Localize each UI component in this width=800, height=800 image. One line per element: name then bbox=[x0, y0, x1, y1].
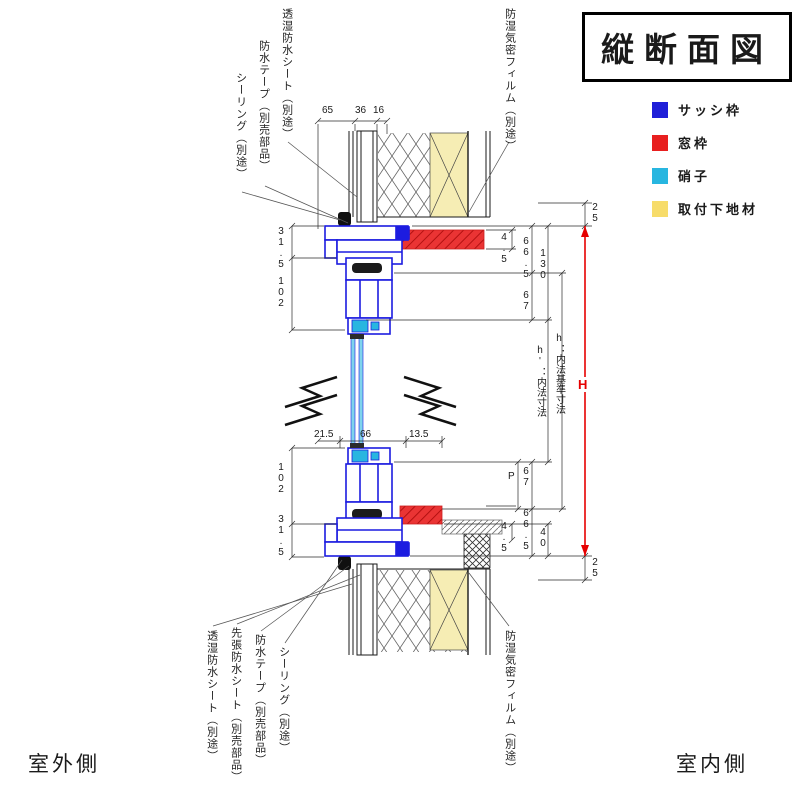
dim-36: 36 bbox=[355, 105, 367, 116]
callout-waterproof-tape-top: 防水テープ（別売部品） bbox=[257, 40, 270, 172]
glass-spacer-bottom bbox=[350, 443, 364, 448]
window-trim-head bbox=[399, 229, 485, 250]
glazing-bead-sill bbox=[351, 449, 369, 463]
gasket-sill bbox=[352, 509, 382, 519]
legend-item-glass: 硝子 bbox=[652, 166, 758, 185]
dim-sill-102: 102 bbox=[275, 462, 287, 495]
legend: サッシ枠 窓枠 硝子 取付下地材 bbox=[652, 100, 758, 218]
callout-airtight-film-bottom: 防湿気密フィルム（別途） bbox=[503, 630, 516, 774]
legend-label: 窓枠 bbox=[678, 136, 711, 151]
wall-section-top bbox=[348, 130, 491, 223]
callout-sealing-bottom: シーリング（別途） bbox=[277, 646, 290, 754]
dim-sill-4-5: 4.5 bbox=[498, 521, 510, 554]
sash-sill-clip bbox=[395, 542, 410, 556]
glass-spacer-top bbox=[350, 334, 364, 339]
dim-sill-40: 40 bbox=[537, 527, 549, 549]
sheathing-bottom bbox=[356, 563, 378, 656]
callout-pre-applied-sheet: 先張防水シート（別売部品） bbox=[229, 627, 242, 783]
dim-top-25: 25 bbox=[589, 202, 601, 224]
dim-head-130: 130 bbox=[537, 248, 549, 281]
interior-sill-board bbox=[441, 519, 503, 535]
dim-13-5: 13.5 bbox=[409, 429, 429, 440]
sash-head-clip bbox=[395, 226, 410, 240]
dim-bottom-25: 25 bbox=[589, 557, 601, 579]
side-label-outdoor: 室外側 bbox=[28, 753, 100, 776]
sealant-top bbox=[338, 212, 351, 226]
dim-66: 66 bbox=[360, 429, 372, 440]
glass-panes bbox=[350, 333, 364, 449]
callout-breathable-sheet-top: 透湿防水シート（別途） bbox=[280, 8, 293, 140]
dim-h-prime-label: h'：内法寸法 bbox=[534, 345, 546, 417]
window-frame-swatch bbox=[652, 134, 668, 151]
wall-section-bottom bbox=[348, 563, 491, 656]
gasket-head bbox=[352, 263, 382, 273]
break-marks bbox=[284, 375, 457, 427]
dim-65: 65 bbox=[322, 105, 334, 116]
dim-H-label: H bbox=[577, 377, 589, 392]
dim-sill-67: 67 bbox=[520, 466, 532, 488]
dim-head-102: 102 bbox=[275, 276, 287, 309]
dim-head-66-5: 66.5 bbox=[520, 236, 532, 280]
legend-item-sash: サッシ枠 bbox=[652, 100, 758, 119]
dimension-lines bbox=[288, 117, 592, 584]
glazing-bead-head bbox=[351, 319, 369, 333]
sash-frame bbox=[324, 225, 410, 557]
dim-head-4-5: 4.5 bbox=[498, 232, 510, 265]
callout-breathable-sheet-bottom: 透湿防水シート（別途） bbox=[205, 630, 218, 762]
legend-label: サッシ枠 bbox=[678, 103, 743, 118]
substrate-swatch bbox=[652, 200, 668, 217]
side-label-indoor: 室内側 bbox=[676, 753, 748, 776]
legend-label: 硝子 bbox=[678, 169, 711, 184]
legend-item-window-frame: 窓枠 bbox=[652, 133, 758, 152]
page-title: 縦断面図 bbox=[582, 12, 792, 82]
sash-frame-swatch bbox=[652, 101, 668, 118]
leader-lines bbox=[212, 141, 510, 644]
wood-blocking bbox=[463, 533, 491, 569]
callout-sealing-top: シーリング（別途） bbox=[234, 72, 247, 180]
legend-label: 取付下地材 bbox=[678, 202, 759, 217]
dim-16: 16 bbox=[373, 105, 385, 116]
callout-airtight-film-top: 防湿気密フィルム（別途） bbox=[503, 8, 516, 152]
dim-sill-66-5: 66.5 bbox=[520, 508, 532, 552]
window-trim-sill bbox=[399, 505, 443, 525]
dim-P: P bbox=[508, 471, 515, 482]
glass-swatch bbox=[652, 167, 668, 184]
dim-head-31-5: 31.5 bbox=[275, 226, 287, 270]
dim-h-base-label: h：内法基準寸法 bbox=[553, 333, 565, 414]
dim-21-5: 21.5 bbox=[314, 429, 334, 440]
dim-sill-31-5: 31.5 bbox=[275, 514, 287, 558]
sheathing-top bbox=[356, 130, 378, 223]
callout-waterproof-tape-bottom: 防水テープ（別売部品） bbox=[253, 634, 266, 766]
dim-head-67: 67 bbox=[520, 290, 532, 312]
glass-pane-outer bbox=[350, 333, 356, 449]
legend-item-substrate: 取付下地材 bbox=[652, 199, 758, 218]
